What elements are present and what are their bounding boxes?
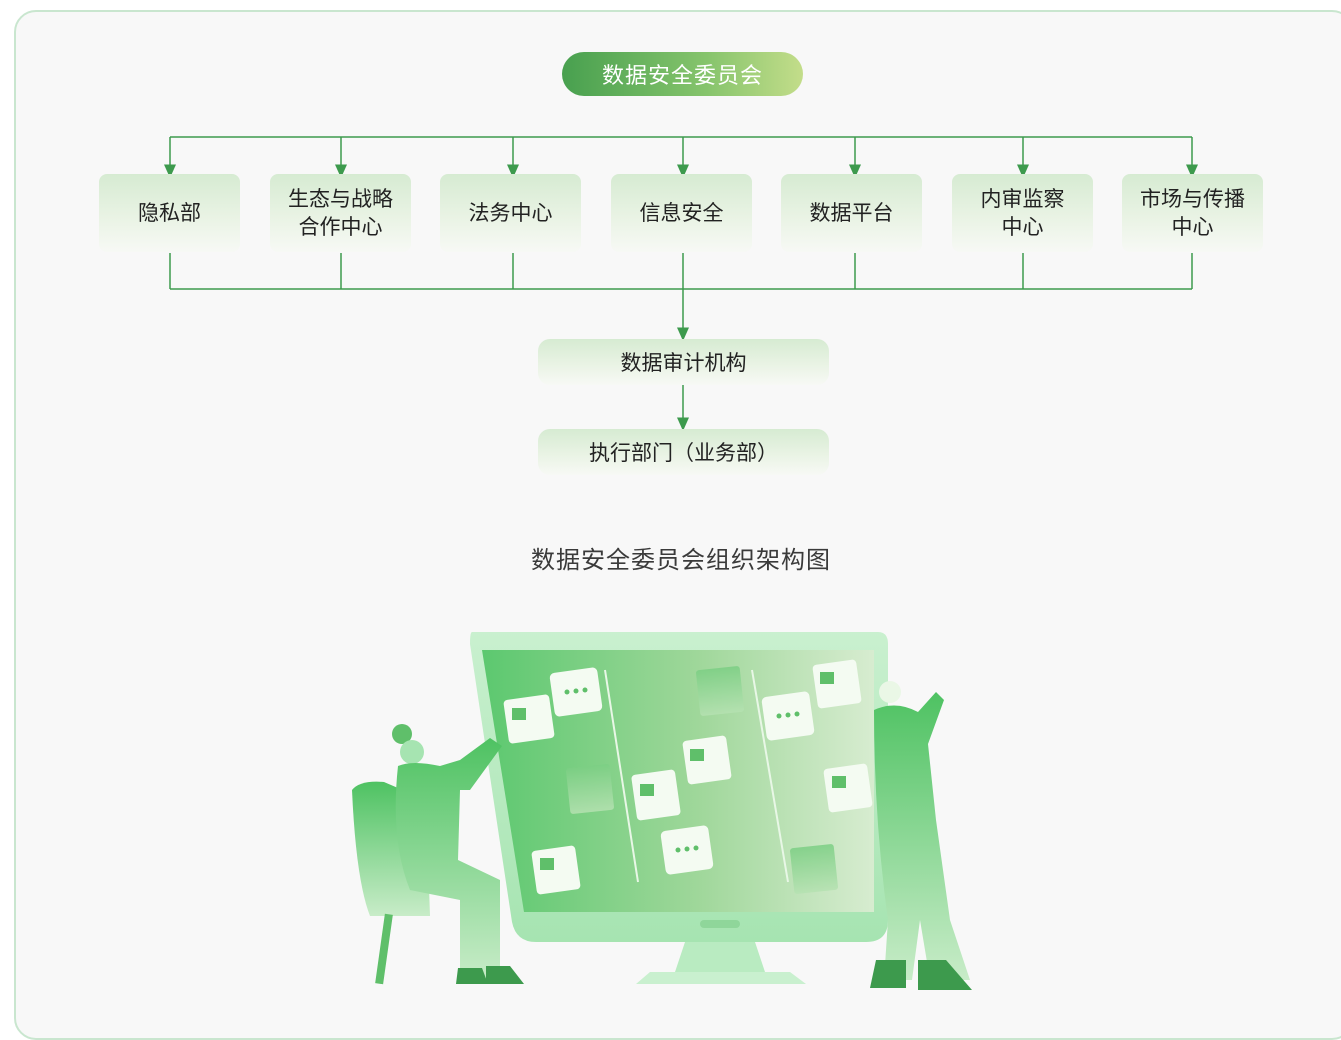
exec-node-label: 执行部门（业务部） — [589, 441, 778, 465]
dept-node-infosec: 信息安全 — [611, 174, 752, 252]
dept-label: 信息安全 — [639, 201, 724, 225]
dept-label: 法务中心 — [468, 201, 553, 225]
document-card-icon — [503, 659, 873, 895]
audit-node-label: 数据审计机构 — [620, 351, 747, 375]
dept-node-ecosystem-strategy: 生态与战略 合作中心 — [270, 174, 411, 252]
committee-node: 数据安全委员会 — [562, 52, 803, 96]
person-icon — [870, 681, 972, 990]
dept-node-data-platform: 数据平台 — [781, 174, 922, 252]
diagram-caption: 数据安全委员会组织架构图 — [531, 546, 831, 574]
dept-label: 市场与传播 中心 — [1140, 187, 1245, 239]
dept-label: 隐私部 — [138, 201, 201, 225]
dept-node-marketing: 市场与传播 中心 — [1122, 174, 1263, 252]
dept-node-internal-audit: 内审监察 中心 — [952, 174, 1093, 252]
audit-node: 数据审计机构 — [538, 339, 829, 385]
chat-bubble-icon — [549, 667, 815, 875]
dept-label: 内审监察 中心 — [980, 187, 1065, 239]
dept-label: 数据平台 — [809, 201, 894, 225]
illustration — [352, 632, 972, 990]
dept-node-legal: 法务中心 — [440, 174, 581, 252]
exec-node: 执行部门（业务部） — [538, 429, 829, 475]
dept-node-privacy: 隐私部 — [99, 174, 240, 252]
committee-node-label: 数据安全委员会 — [601, 64, 763, 89]
person-icon — [352, 724, 524, 985]
dept-label: 生态与战略 合作中心 — [288, 187, 393, 239]
